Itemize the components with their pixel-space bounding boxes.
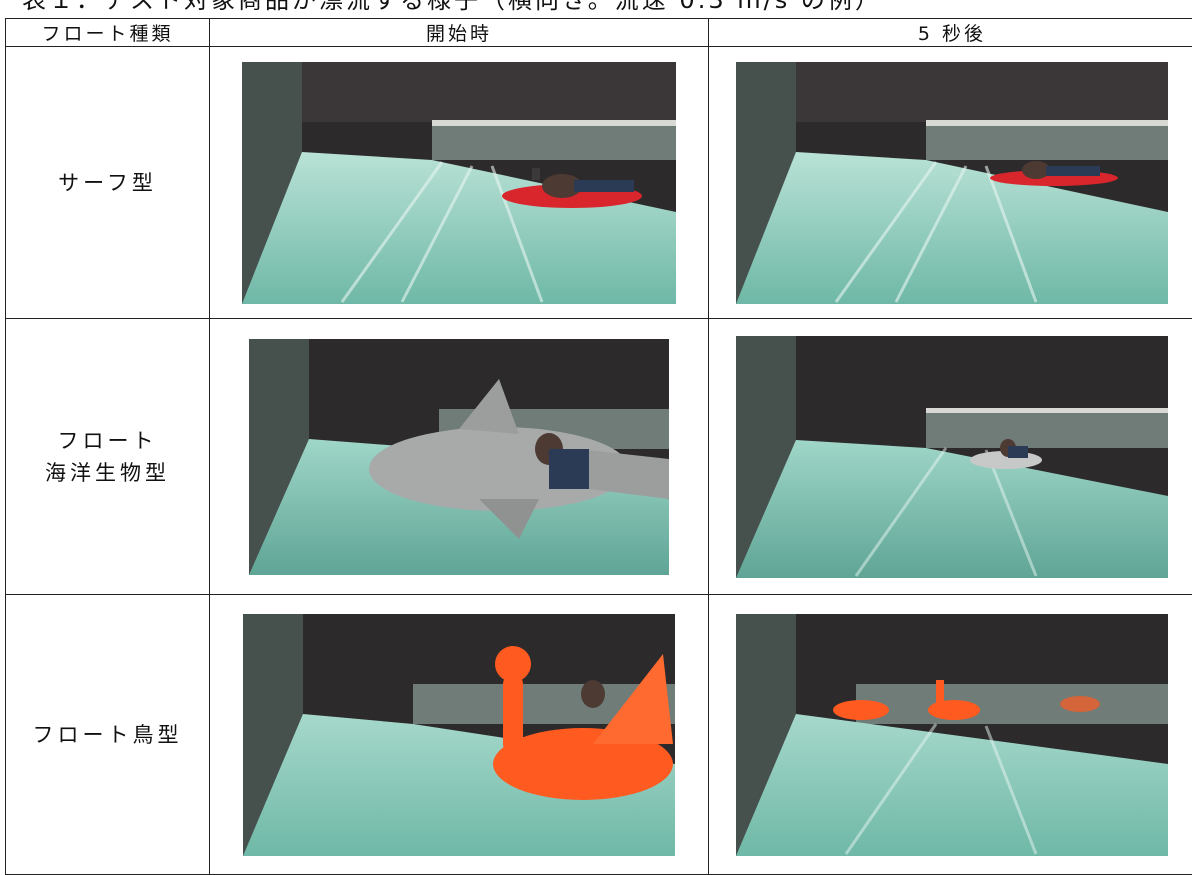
photo-image — [249, 339, 669, 575]
photo-image — [736, 336, 1168, 578]
photo-surf-start — [210, 47, 709, 319]
header-start: 開始時 — [210, 19, 709, 47]
row-label-bird: フロート鳥型 — [6, 595, 210, 875]
float-drift-table: フロート種類 開始時 5 秒後 サーフ型 — [5, 18, 1192, 875]
table-row: フロート 海洋生物型 — [6, 319, 1192, 595]
table-caption: 表１．テスト対象商品が漂流する様子（横向き。流速 0.3 m/s の例） — [22, 0, 1192, 16]
table-row: サーフ型 — [6, 47, 1192, 319]
photo-image — [243, 614, 675, 856]
photo-surf-after — [709, 47, 1192, 319]
photo-image — [736, 614, 1168, 856]
photo-sea-creature-after — [709, 319, 1192, 595]
photo-image — [736, 62, 1168, 304]
photo-bird-after — [709, 595, 1192, 875]
row-label-surf: サーフ型 — [6, 47, 210, 319]
table-row: フロート鳥型 — [6, 595, 1192, 875]
photo-sea-creature-start — [210, 319, 709, 595]
photo-bird-start — [210, 595, 709, 875]
header-after-5s: 5 秒後 — [709, 19, 1192, 47]
photo-image — [242, 62, 676, 304]
row-label-sea-creature: フロート 海洋生物型 — [6, 319, 210, 595]
header-row: フロート種類 開始時 5 秒後 — [6, 19, 1192, 47]
header-float-type: フロート種類 — [6, 19, 210, 47]
